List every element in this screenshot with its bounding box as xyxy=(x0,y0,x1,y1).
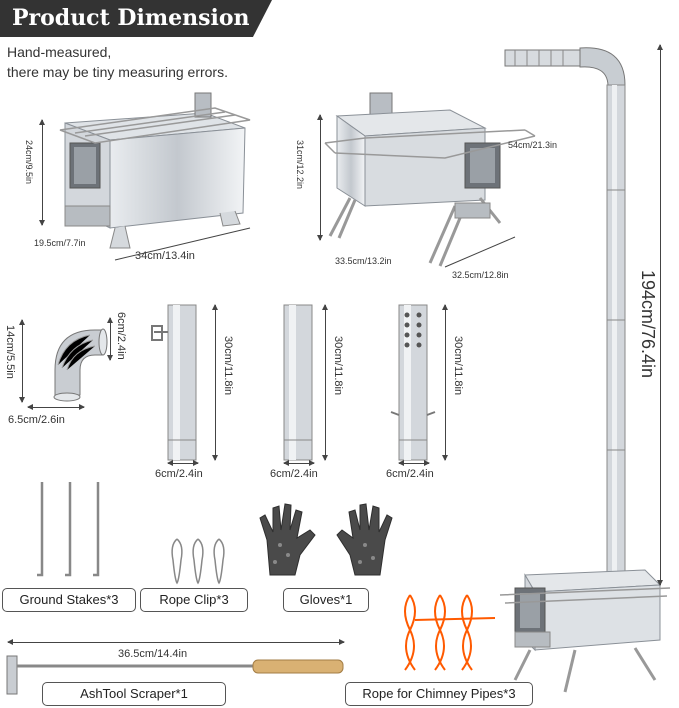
elbow-width-arrow xyxy=(27,404,85,410)
ash-scraper-image xyxy=(6,655,344,695)
front-depth-arrow xyxy=(444,236,516,268)
side-length-label: 34cm/13.4in xyxy=(135,250,195,262)
pipe3-length-arrow xyxy=(442,304,448,461)
scraper-length-arrow xyxy=(7,639,345,645)
chimney-assembly-image xyxy=(499,47,671,693)
front-rack-width-label: 54cm/21.3in xyxy=(508,140,558,150)
pipe-vented-image xyxy=(390,304,436,461)
chimney-rope-image xyxy=(404,594,496,671)
front-height-label: 31cm/12.2in xyxy=(295,140,305,190)
note-line-2: there may be tiny measuring errors. xyxy=(7,64,228,80)
elbow-length-label: 6cm/2.4in xyxy=(115,312,127,360)
pipe-damper-image xyxy=(151,304,197,461)
elbow-width-label: 6.5cm/2.6in xyxy=(8,414,65,426)
pipe3-length-label: 30cm/11.8in xyxy=(452,336,464,396)
rope-label: Rope for Chimney Pipes*3 xyxy=(345,682,533,706)
pipe3-diameter-arrow xyxy=(398,460,430,466)
pipe1-length-arrow xyxy=(212,304,218,461)
elbow-height-label: 14cm/5.5in xyxy=(4,325,16,379)
scraper-length-label: 36.5cm/14.4in xyxy=(118,648,188,660)
gloves-image xyxy=(259,503,393,576)
side-length-arrow xyxy=(114,227,251,261)
pipe1-length-label: 30cm/11.8in xyxy=(222,336,234,396)
elbow-length-arrow xyxy=(107,317,113,361)
stove-side-image xyxy=(59,92,251,249)
chimney-total-label: 194cm/76.4in xyxy=(638,270,658,379)
pipe1-diameter-arrow xyxy=(167,460,199,466)
note-line-1: Hand-measured, xyxy=(7,44,112,60)
side-depth-label: 19.5cm/7.7in xyxy=(34,238,86,248)
pipe2-length-arrow xyxy=(322,304,328,461)
stove-front-image xyxy=(324,92,536,267)
pipe-straight-image xyxy=(283,304,313,461)
side-height-label: 24cm/9.5in xyxy=(24,140,34,185)
ground-stakes-label: Ground Stakes*3 xyxy=(2,588,136,612)
front-depth-label: 32.5cm/12.8in xyxy=(452,270,509,280)
pipe2-length-label: 30cm/11.8in xyxy=(332,336,344,396)
pipe2-diameter-arrow xyxy=(283,460,315,466)
rope-clip-label: Rope Clip*3 xyxy=(140,588,248,612)
rope-clips-image xyxy=(171,538,225,585)
pipe1-diameter-label: 6cm/2.4in xyxy=(155,468,203,480)
gloves-label: Gloves*1 xyxy=(283,588,369,612)
page-title: Product Dimension xyxy=(12,5,250,31)
scraper-label: AshTool Scraper*1 xyxy=(42,682,226,706)
elbow-pipe-image xyxy=(53,328,108,402)
front-height-arrow xyxy=(317,114,323,241)
ground-stakes-image xyxy=(37,482,100,577)
chimney-total-arrow xyxy=(657,44,663,586)
elbow-height-arrow xyxy=(19,319,25,403)
pipe2-diameter-label: 6cm/2.4in xyxy=(270,468,318,480)
side-height-arrow xyxy=(39,119,45,226)
front-length-label: 33.5cm/13.2in xyxy=(335,256,392,266)
measurement-note: Hand-measured, there may be tiny measuri… xyxy=(7,42,228,82)
page-title-banner: Product Dimension xyxy=(0,0,272,37)
pipe3-diameter-label: 6cm/2.4in xyxy=(386,468,434,480)
